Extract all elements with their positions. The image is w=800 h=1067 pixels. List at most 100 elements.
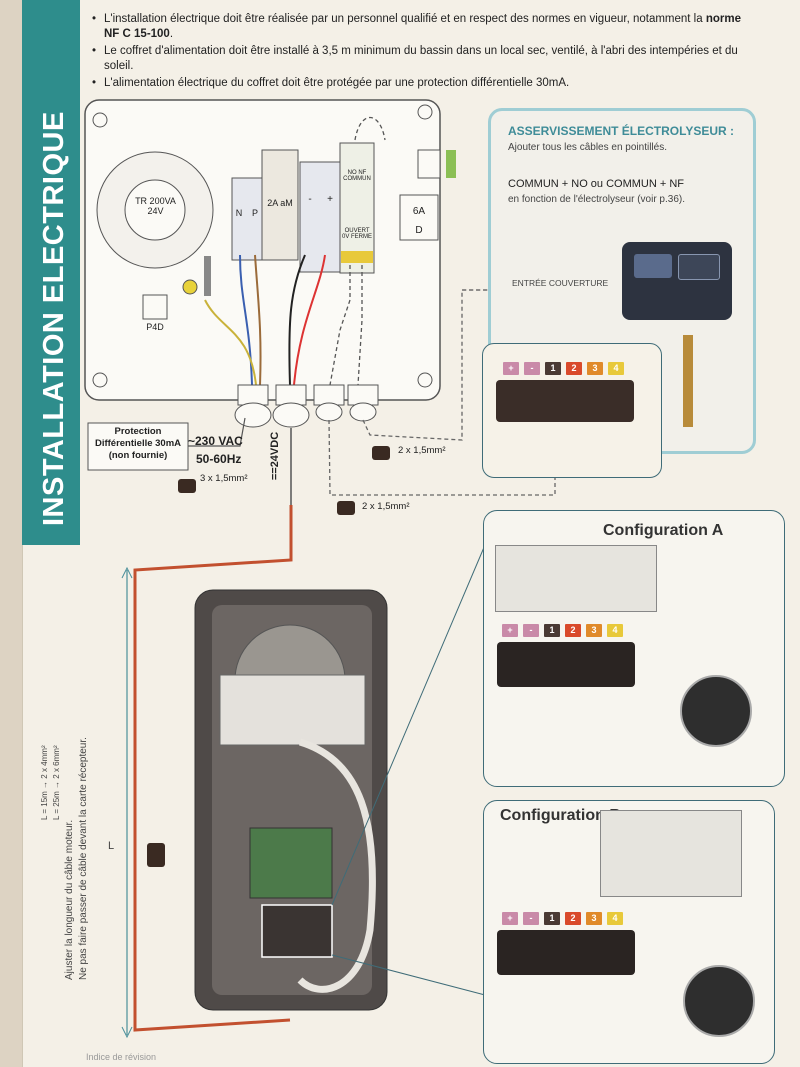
electrolyser-screen (634, 254, 672, 278)
breaker (399, 194, 439, 241)
terminal-label: - (524, 362, 540, 375)
config-b-title: Configuration B (500, 807, 621, 824)
footer-text: Indice de révision (86, 1052, 157, 1062)
breaker-label: 6A (412, 206, 426, 217)
config-a-title: Configuration A (603, 522, 724, 539)
dashed-cable (328, 419, 556, 496)
terminal-label: 3 (587, 362, 603, 375)
plus-label: + (327, 194, 333, 205)
led-holder (417, 149, 441, 179)
terminal-label: + (502, 624, 518, 637)
cable-end-icon (147, 843, 165, 867)
fuse-holder (261, 149, 299, 261)
vdc-label: ==24VDC (269, 431, 281, 481)
np-terminal (231, 177, 263, 261)
motor-b (683, 965, 755, 1037)
status-led (446, 150, 456, 178)
n-label: N (235, 208, 243, 218)
safety-bullets: L'installation électrique doit être réal… (92, 12, 752, 93)
p4d-switch (142, 294, 168, 320)
length-arrow-head (121, 566, 133, 579)
electrolyser-line1: Ajouter tous les câbles en pointillés. (508, 142, 667, 153)
cable-label: 2 x 1,5mm² (362, 501, 410, 512)
electrolyser-display (678, 254, 720, 280)
length-arrow-head (121, 1026, 133, 1039)
bullet-3: L'alimentation électrique du coffret doi… (92, 76, 752, 91)
terminal-label: 4 (608, 362, 624, 375)
minus-label: - (308, 194, 312, 205)
ground-icon (182, 279, 198, 295)
warning-no-cable: Ne pas faire passer de câble devant la c… (78, 737, 89, 980)
terminal-label: + (502, 912, 518, 925)
relay-top-labels: NO NF COMMUN (342, 170, 372, 182)
hz-label: 50-60Hz (196, 452, 242, 466)
pool-cover-b (600, 810, 742, 897)
length-note-1: L = 15m → 2 x 4mm² (40, 745, 49, 820)
pool-cover-a (495, 545, 657, 612)
phase-wire (254, 254, 262, 386)
dashed-wire (354, 117, 386, 141)
screw-icon (92, 112, 108, 128)
bullet-1: L'installation électrique doit être réal… (92, 12, 752, 42)
terminal-label: 2 (565, 912, 581, 925)
dashed-wire (357, 265, 363, 386)
p-label: P (251, 208, 258, 218)
neutral-wire (239, 254, 253, 386)
receiver-terminal (261, 904, 333, 958)
motor-cable (133, 505, 293, 1032)
terminal-label: 2 (566, 362, 582, 375)
cable-label: 2 x 1,5mm² (398, 445, 446, 456)
terminal-label: 2 (565, 624, 581, 637)
fuse-label: 2A aM (267, 198, 293, 208)
connector-line (331, 954, 486, 996)
terminal-label: + (503, 362, 519, 375)
terminal-strip-b (497, 930, 635, 975)
bullet-1-end: . (169, 28, 174, 40)
leader-line (188, 417, 246, 447)
bullet-2: Le coffret d'alimentation doit être inst… (92, 44, 752, 74)
bullet-1-text: L'installation électrique doit être réal… (104, 13, 703, 25)
entree-couverture: ENTRÉE COUVERTURE (512, 278, 632, 288)
electrolyser-title: ASSERVISSEMENT ÉLECTROLYSEUR : (508, 124, 735, 138)
book-page-edge (0, 0, 22, 1067)
dc-terminal (299, 161, 341, 273)
screw-icon (92, 372, 108, 388)
terminal-label: 1 (544, 624, 560, 637)
relay-bottom-labels: OUVERT 0V FERME (342, 228, 372, 240)
electrolyser-line2: COMMUN + NO ou COMMUN + NF (508, 178, 685, 190)
dashed-wire (329, 265, 351, 386)
terminal-label: 3 (586, 624, 602, 637)
length-note-2: L = 25m → 2 x 6mm² (52, 745, 61, 820)
ground-bar (204, 256, 211, 296)
relay-commun: COMMUN (343, 176, 371, 182)
terminal-label: 4 (607, 912, 623, 925)
breaker-type: D (415, 225, 423, 236)
cable-label: 3 x 1,5mm² (200, 473, 248, 484)
protection-label: Protection Différentielle 30mA (non four… (94, 426, 182, 461)
relay-nf: NF (358, 170, 367, 176)
vac-label: ~230 VAC (188, 434, 243, 448)
receiver-board (249, 827, 333, 899)
warning-adjust: Ajuster la longueur du câble moteur. (64, 819, 75, 980)
relay-ferme: FERME (351, 234, 373, 240)
bullet-1-norm: norme NF C 15-100 (104, 13, 741, 40)
motor-a (680, 675, 752, 747)
motor-wire (297, 738, 376, 993)
dc-minus-wire (288, 254, 306, 386)
cable-end-icon (372, 446, 390, 460)
cable-end-icon (178, 479, 196, 493)
electrolyser-line3: en fonction de l'électrolyseur (voir p.3… (508, 194, 685, 205)
length-symbol: L (108, 840, 115, 852)
transformer-label: TR 200VA 24V (135, 196, 176, 216)
relay-no: NO (347, 170, 357, 176)
transformer-core (124, 179, 186, 241)
receiver-cover (219, 674, 366, 746)
cable-end-icon (337, 501, 355, 515)
terminal-label: - (523, 624, 539, 637)
terminal-label: 1 (545, 362, 561, 375)
electrolyser-device (622, 242, 732, 320)
terminal-label: 3 (586, 912, 602, 925)
